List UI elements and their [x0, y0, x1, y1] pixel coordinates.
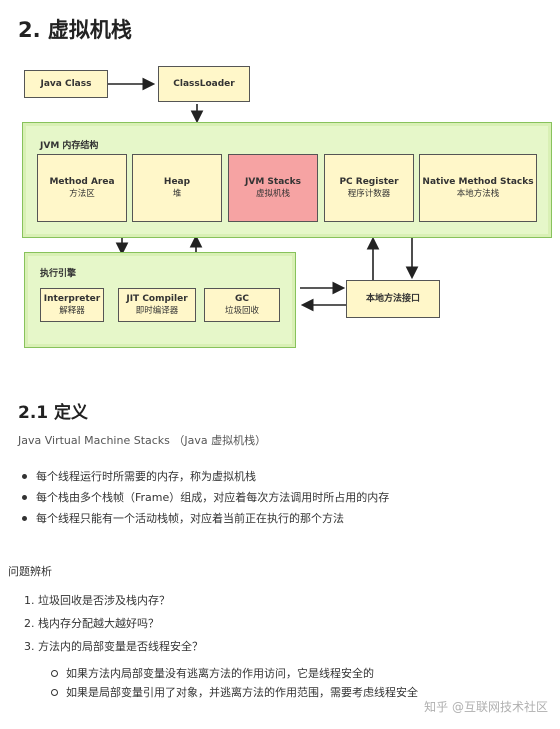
heap-title: Heap: [163, 177, 191, 187]
heap-subtitle: 堆: [172, 189, 182, 199]
method-area-title: Method Area: [49, 177, 115, 187]
list-item: 3. 方法内的局部变量是否线程安全？: [24, 640, 203, 653]
interpreter-block: Interpreter 解释器: [40, 288, 104, 322]
gc-block: GC 垃圾回收: [204, 288, 280, 322]
list-item: 2. 栈内存分配越大越好吗？: [24, 617, 159, 630]
jit-compiler-block: JIT Compiler 即时编译器: [118, 288, 196, 322]
definition-intro: Java Virtual Machine Stacks （Java 虚拟机栈）: [18, 434, 267, 447]
execution-engine-label: 执行引擎: [40, 269, 77, 279]
jit-compiler-subtitle: 即时编译器: [135, 306, 179, 316]
pc-register-subtitle: 程序计数器: [347, 189, 391, 199]
jit-compiler-title: JIT Compiler: [126, 294, 188, 304]
questions-list: 1. 垃圾回收是否涉及栈内存？ 2. 栈内存分配越大越好吗？ 3. 方法内的局部…: [24, 589, 203, 658]
interpreter-subtitle: 解释器: [59, 306, 85, 316]
native-method-stacks-block: Native Method Stacks 本地方法栈: [419, 154, 537, 222]
list-item: 1. 垃圾回收是否涉及栈内存？: [24, 594, 170, 607]
definition-bullets: 每个线程运行时所需要的内存，称为虚拟机栈 每个栈由多个栈帧（Frame）组成，对…: [18, 466, 389, 529]
native-method-stacks-subtitle: 本地方法栈: [456, 189, 500, 199]
section-title: 2. 虚拟机栈: [18, 18, 132, 42]
java-class-node: Java Class: [24, 70, 108, 98]
list-item: 如果方法内局部变量没有逃离方法的作用访问，它是线程安全的: [48, 664, 418, 683]
gc-subtitle: 垃圾回收: [224, 306, 259, 316]
gc-title: GC: [235, 294, 249, 304]
jvm-stacks-subtitle: 虚拟机栈: [255, 189, 290, 199]
list-item: 每个栈由多个栈帧（Frame）组成，对应着每次方法调用时所占用的内存: [18, 487, 389, 508]
class-loader-node: ClassLoader: [158, 66, 250, 102]
interpreter-title: Interpreter: [43, 294, 101, 304]
list-item: 每个线程只能有一个活动栈帧，对应着当前正在执行的那个方法: [18, 508, 389, 529]
pc-register-title: PC Register: [339, 177, 399, 187]
native-interface-node: 本地方法接口: [346, 280, 440, 318]
class-loader-label: ClassLoader: [173, 79, 235, 89]
jvm-stacks-block: JVM Stacks 虚拟机栈: [228, 154, 318, 222]
watermark: 知乎 @互联网技术社区: [424, 700, 548, 714]
native-method-stacks-title: Native Method Stacks: [422, 177, 534, 187]
list-item: 每个线程运行时所需要的内存，称为虚拟机栈: [18, 466, 389, 487]
jvm-architecture-diagram: Java Class ClassLoader JVM 内存结构 Method A…: [0, 58, 560, 358]
list-item: 如果是局部变量引用了对象，并逃离方法的作用范围，需要考虑线程安全: [48, 683, 418, 702]
diagram-arrows: [108, 77, 419, 312]
questions-title: 问题辨析: [8, 565, 52, 578]
method-area-subtitle: 方法区: [69, 189, 95, 199]
pc-register-block: PC Register 程序计数器: [324, 154, 414, 222]
questions-sublist: 如果方法内局部变量没有逃离方法的作用访问，它是线程安全的 如果是局部变量引用了对…: [48, 664, 418, 702]
java-class-label: Java Class: [40, 79, 92, 89]
jvm-memory-label: JVM 内存结构: [40, 141, 99, 151]
jvm-stacks-title: JVM Stacks: [245, 177, 301, 187]
native-interface-label: 本地方法接口: [365, 294, 420, 304]
method-area-block: Method Area 方法区: [37, 154, 127, 222]
heap-block: Heap 堆: [132, 154, 222, 222]
definition-title: 2.1 定义: [18, 403, 89, 423]
